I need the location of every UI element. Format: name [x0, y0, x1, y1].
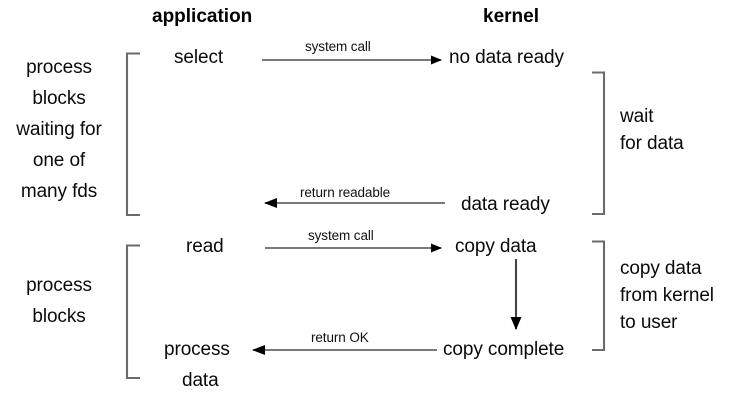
annotation-select-line-1: process	[26, 57, 92, 78]
arrow-label-select-system-call: system call	[305, 39, 371, 54]
kernel-step-data-ready: data ready	[461, 194, 550, 215]
annotation-copy-line-2: from kernel	[620, 285, 714, 306]
arrow-label-read-system-call: system call	[308, 228, 374, 243]
annotation-read-line-1: process	[26, 275, 92, 296]
annotation-wait-line-2: for data	[620, 133, 684, 154]
kernel-step-copy-complete: copy complete	[443, 339, 565, 360]
annotation-select-line-2: blocks	[32, 88, 86, 109]
kernel-step-copy-data: copy data	[455, 236, 537, 257]
annotation-wait-line-1: wait	[620, 106, 654, 127]
app-step-process-data-line-1: process	[164, 339, 230, 360]
annotation-select-line-3: waiting for	[16, 119, 102, 140]
bracket-right-copy-data	[592, 240, 606, 352]
arrow-label-return-ok: return OK	[311, 330, 369, 345]
annotation-copy-line-1: copy data	[620, 258, 702, 279]
app-step-read: read	[186, 236, 224, 257]
annotation-select-line-5: many fds	[20, 181, 98, 202]
annotation-select-line-4: one of	[32, 150, 86, 171]
arrow-label-return-readable: return readable	[300, 185, 391, 200]
column-header-application: application	[152, 6, 253, 27]
app-step-process-data-line-2: data	[182, 370, 219, 391]
bracket-left-read-phase	[125, 244, 140, 380]
bracket-left-select-phase	[125, 52, 140, 217]
column-header-kernel: kernel	[483, 6, 539, 27]
bracket-right-wait-for-data	[592, 71, 606, 216]
annotation-read-line-2: blocks	[32, 306, 86, 327]
annotation-copy-line-3: to user	[620, 312, 678, 333]
app-step-select: select	[174, 47, 224, 68]
kernel-step-no-data-ready: no data ready	[449, 47, 564, 68]
